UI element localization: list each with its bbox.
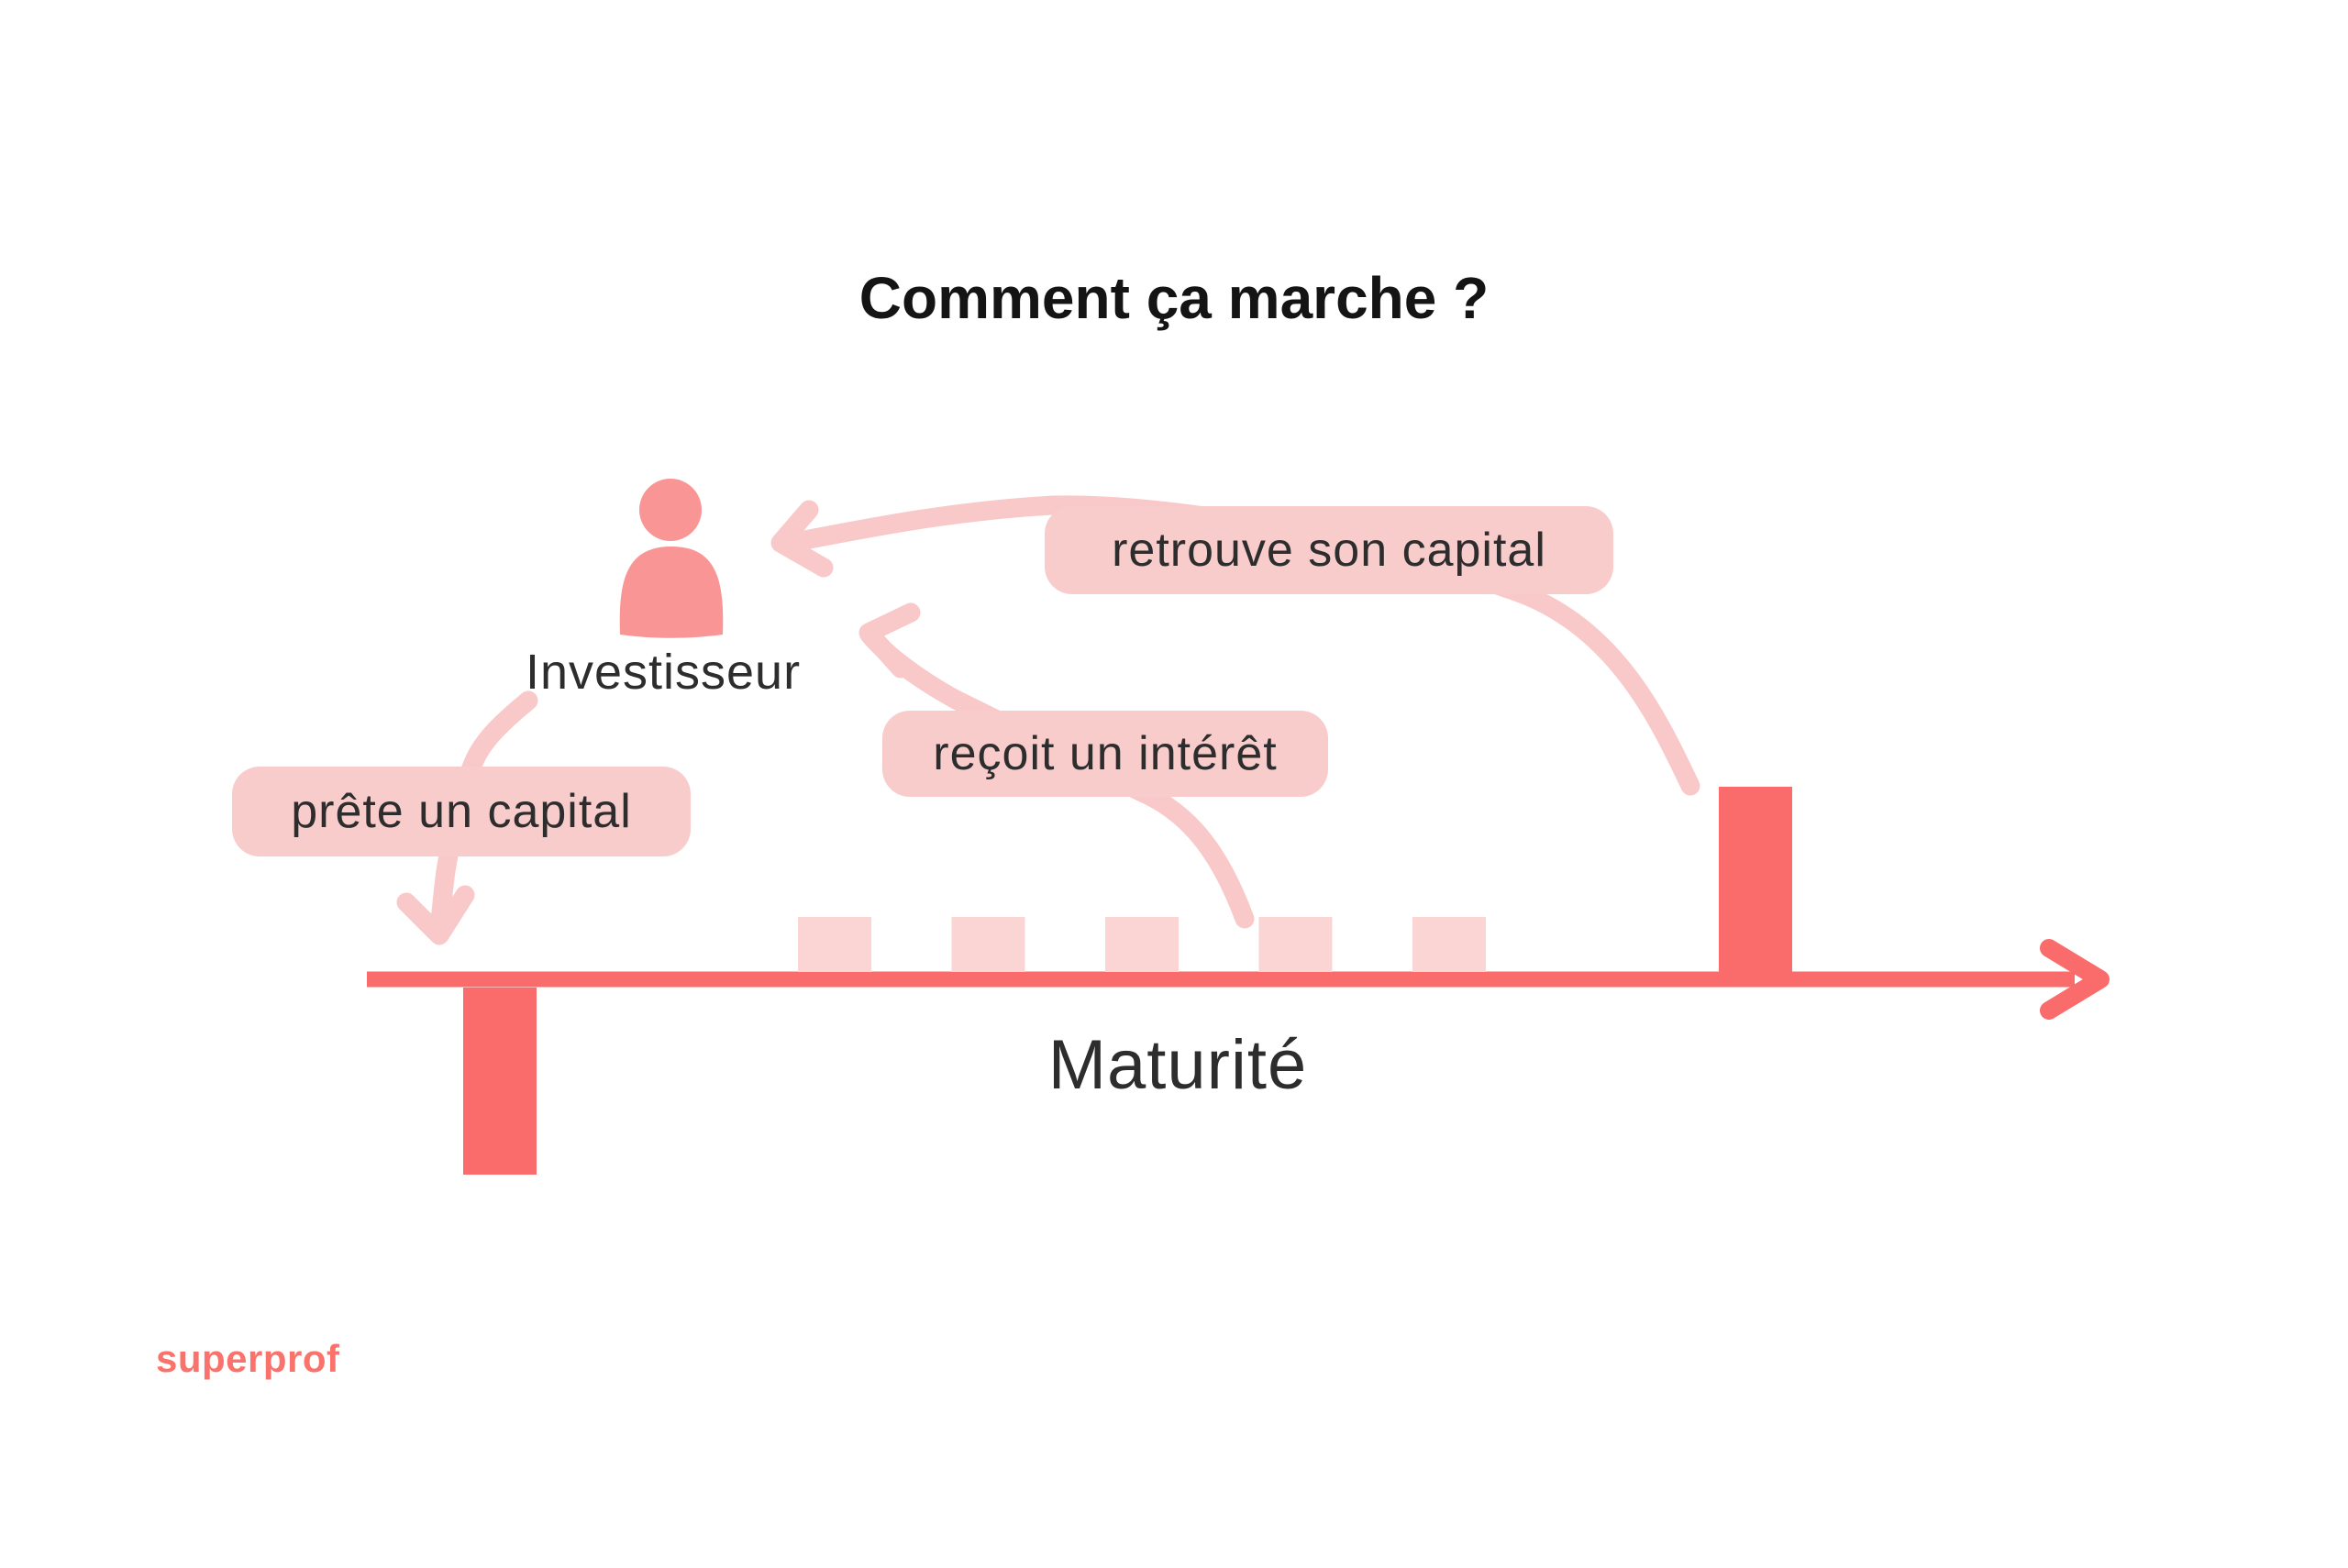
page-title: Comment ça marche ? bbox=[858, 265, 1490, 331]
coupon-bar bbox=[1412, 917, 1486, 972]
annotation-lend-label: prête un capital bbox=[291, 785, 632, 838]
person-body bbox=[619, 547, 724, 638]
timeline-axis bbox=[367, 939, 2110, 1020]
maturity-label: Maturité bbox=[1047, 1026, 1308, 1104]
coupon-bars bbox=[798, 917, 1486, 972]
lend-arrowhead-icon bbox=[396, 885, 475, 945]
annotation-recover: retrouve son capital bbox=[1045, 506, 1613, 594]
coupon-bar bbox=[1105, 917, 1179, 972]
recover-arrowhead-icon bbox=[770, 500, 834, 578]
coupon-bar bbox=[1258, 917, 1333, 972]
superprof-logo: superprof bbox=[156, 1337, 340, 1380]
coupon-bar bbox=[798, 917, 871, 972]
annotation-recover-label: retrouve son capital bbox=[1112, 524, 1546, 577]
annotation-lend: prête un capital bbox=[232, 767, 691, 856]
annotation-interest-label: reçoit un intérêt bbox=[933, 727, 1278, 780]
person-icon bbox=[619, 479, 724, 638]
coupon-bar bbox=[951, 917, 1025, 972]
person-head bbox=[639, 479, 702, 541]
timeline-arrowhead-icon bbox=[2040, 939, 2110, 1020]
final-capital-bar bbox=[1719, 787, 1792, 972]
investor-label: Investisseur bbox=[525, 645, 802, 700]
initial-capital-bar bbox=[463, 988, 537, 1175]
interest-arrowhead-icon bbox=[858, 602, 921, 679]
annotation-interest: reçoit un intérêt bbox=[882, 711, 1328, 797]
